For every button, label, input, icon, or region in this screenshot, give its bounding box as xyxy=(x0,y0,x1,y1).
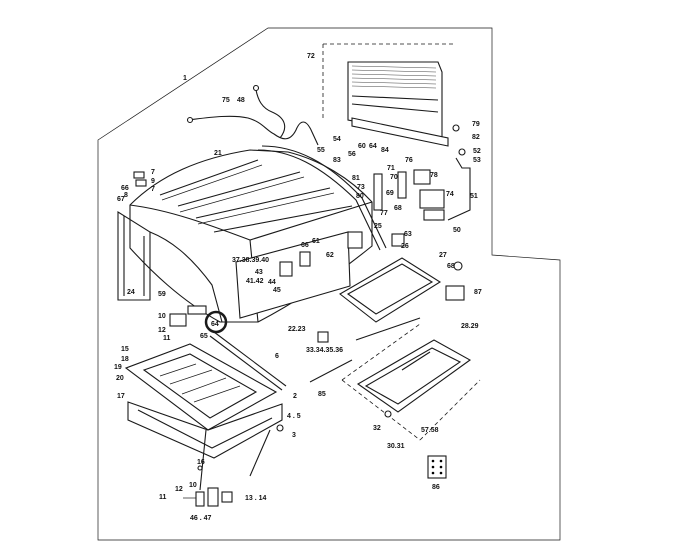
small-fasteners xyxy=(133,171,465,343)
callout-c74: 74 xyxy=(446,191,454,198)
callout-c26: 26 xyxy=(401,243,409,250)
callout-c68b: 68 xyxy=(447,263,455,270)
callout-c12b: 12 xyxy=(175,486,183,493)
latch-hardware xyxy=(183,487,233,507)
callout-c66b: 66 xyxy=(301,242,309,249)
callout-c333435: 33.34.35.36 xyxy=(306,347,343,354)
callout-c61: 61 xyxy=(312,238,320,245)
callout-c16: 16 xyxy=(197,459,205,466)
callout-c79: 79 xyxy=(472,121,480,128)
callout-c66a: 66 xyxy=(121,185,129,192)
callout-c52: 52 xyxy=(473,148,481,155)
electrical-components xyxy=(373,124,471,221)
keypad-86 xyxy=(427,455,447,479)
callout-c8: 8 xyxy=(124,192,128,199)
callout-c27: 27 xyxy=(439,252,447,259)
gutter-rail xyxy=(257,149,381,251)
callout-c15: 15 xyxy=(121,346,129,353)
callout-c11: 11 xyxy=(163,335,171,342)
callout-c6: 6 xyxy=(275,353,279,360)
callout-c78: 78 xyxy=(430,172,438,179)
callout-c18: 18 xyxy=(121,356,129,363)
callout-c2: 2 xyxy=(293,393,297,400)
callout-c44: 44 xyxy=(268,279,276,286)
callout-c77: 77 xyxy=(380,210,388,217)
callout-c60: 60 xyxy=(358,143,366,150)
callout-c7a: 7 xyxy=(151,169,155,176)
wire-harness xyxy=(187,89,319,146)
callout-c53: 53 xyxy=(473,157,481,164)
callout-c45: 45 xyxy=(273,287,281,294)
callout-c64: 64 xyxy=(369,143,377,150)
callout-c67: 67 xyxy=(117,196,125,203)
hardtop-shell xyxy=(129,149,373,323)
rear-window-group xyxy=(322,43,456,147)
callout-c54: 54 xyxy=(333,136,341,143)
callout-c64b: 64 xyxy=(211,321,219,328)
callout-c21: 21 xyxy=(214,150,222,157)
callout-c7b: 7 xyxy=(151,186,155,193)
hinge-brackets xyxy=(169,305,228,334)
callout-c19: 19 xyxy=(114,364,122,371)
callout-c48: 48 xyxy=(237,97,245,104)
callout-c65: 65 xyxy=(200,333,208,340)
callout-c45b: 4 . 5 xyxy=(287,413,301,420)
callout-c51: 51 xyxy=(470,193,478,200)
callout-c17: 17 xyxy=(117,393,125,400)
callout-c73: 73 xyxy=(357,184,365,191)
callout-c4647: 46 . 47 xyxy=(190,515,212,522)
callout-c59: 59 xyxy=(158,291,166,298)
callout-c1314: 13 . 14 xyxy=(245,495,267,502)
callout-c84: 84 xyxy=(381,147,389,154)
callout-c81: 81 xyxy=(352,175,360,182)
callout-c9: 9 xyxy=(151,178,155,185)
callout-c56: 56 xyxy=(348,151,356,158)
callout-c4142: 41.42 xyxy=(246,278,264,285)
callout-c85: 85 xyxy=(318,391,326,398)
callout-c71: 71 xyxy=(387,165,395,172)
callout-c70: 70 xyxy=(390,174,398,181)
callout-c12: 12 xyxy=(158,327,166,334)
callout-c2223: 22.23 xyxy=(288,326,306,333)
callout-c76: 76 xyxy=(405,157,413,164)
callout-c80: 80 xyxy=(356,193,364,200)
callout-c1: 1 xyxy=(183,75,187,82)
sliding-window xyxy=(341,323,481,441)
callout-c20: 20 xyxy=(116,375,124,382)
callout-c75: 75 xyxy=(222,97,230,104)
window-seal xyxy=(355,317,421,341)
callout-c373839: 37.38.39.40 xyxy=(232,257,269,264)
weatherstrip xyxy=(209,335,283,391)
seal-strip-85 xyxy=(309,359,353,383)
callout-c10b: 10 xyxy=(189,482,197,489)
callout-c86: 86 xyxy=(432,484,440,491)
callout-c62: 62 xyxy=(326,252,334,259)
callout-c72: 72 xyxy=(307,53,315,60)
callout-c2829: 28.29 xyxy=(461,323,479,330)
callout-c68: 68 xyxy=(394,205,402,212)
callout-c25: 25 xyxy=(374,223,382,230)
callout-c69: 69 xyxy=(386,190,394,197)
door-frame-left xyxy=(117,211,223,323)
quarter-window xyxy=(339,257,442,323)
callout-c11b: 11 xyxy=(159,494,167,501)
callout-c5758: 57.58 xyxy=(421,427,439,434)
callout-c43: 43 xyxy=(255,269,263,276)
callout-c3: 3 xyxy=(292,432,296,439)
callout-c83: 83 xyxy=(333,157,341,164)
callout-c10: 10 xyxy=(158,313,166,320)
callout-c63: 63 xyxy=(404,231,412,238)
callout-c24: 24 xyxy=(127,289,135,296)
callout-c32: 32 xyxy=(373,425,381,432)
diagram-frame xyxy=(97,27,561,541)
sunroof-panel xyxy=(124,343,284,491)
callout-c50: 50 xyxy=(453,227,461,234)
callout-c3031: 30.31 xyxy=(387,443,405,450)
callout-c55: 55 xyxy=(317,147,325,154)
callout-c82: 82 xyxy=(472,134,480,141)
callout-c87: 87 xyxy=(474,289,482,296)
